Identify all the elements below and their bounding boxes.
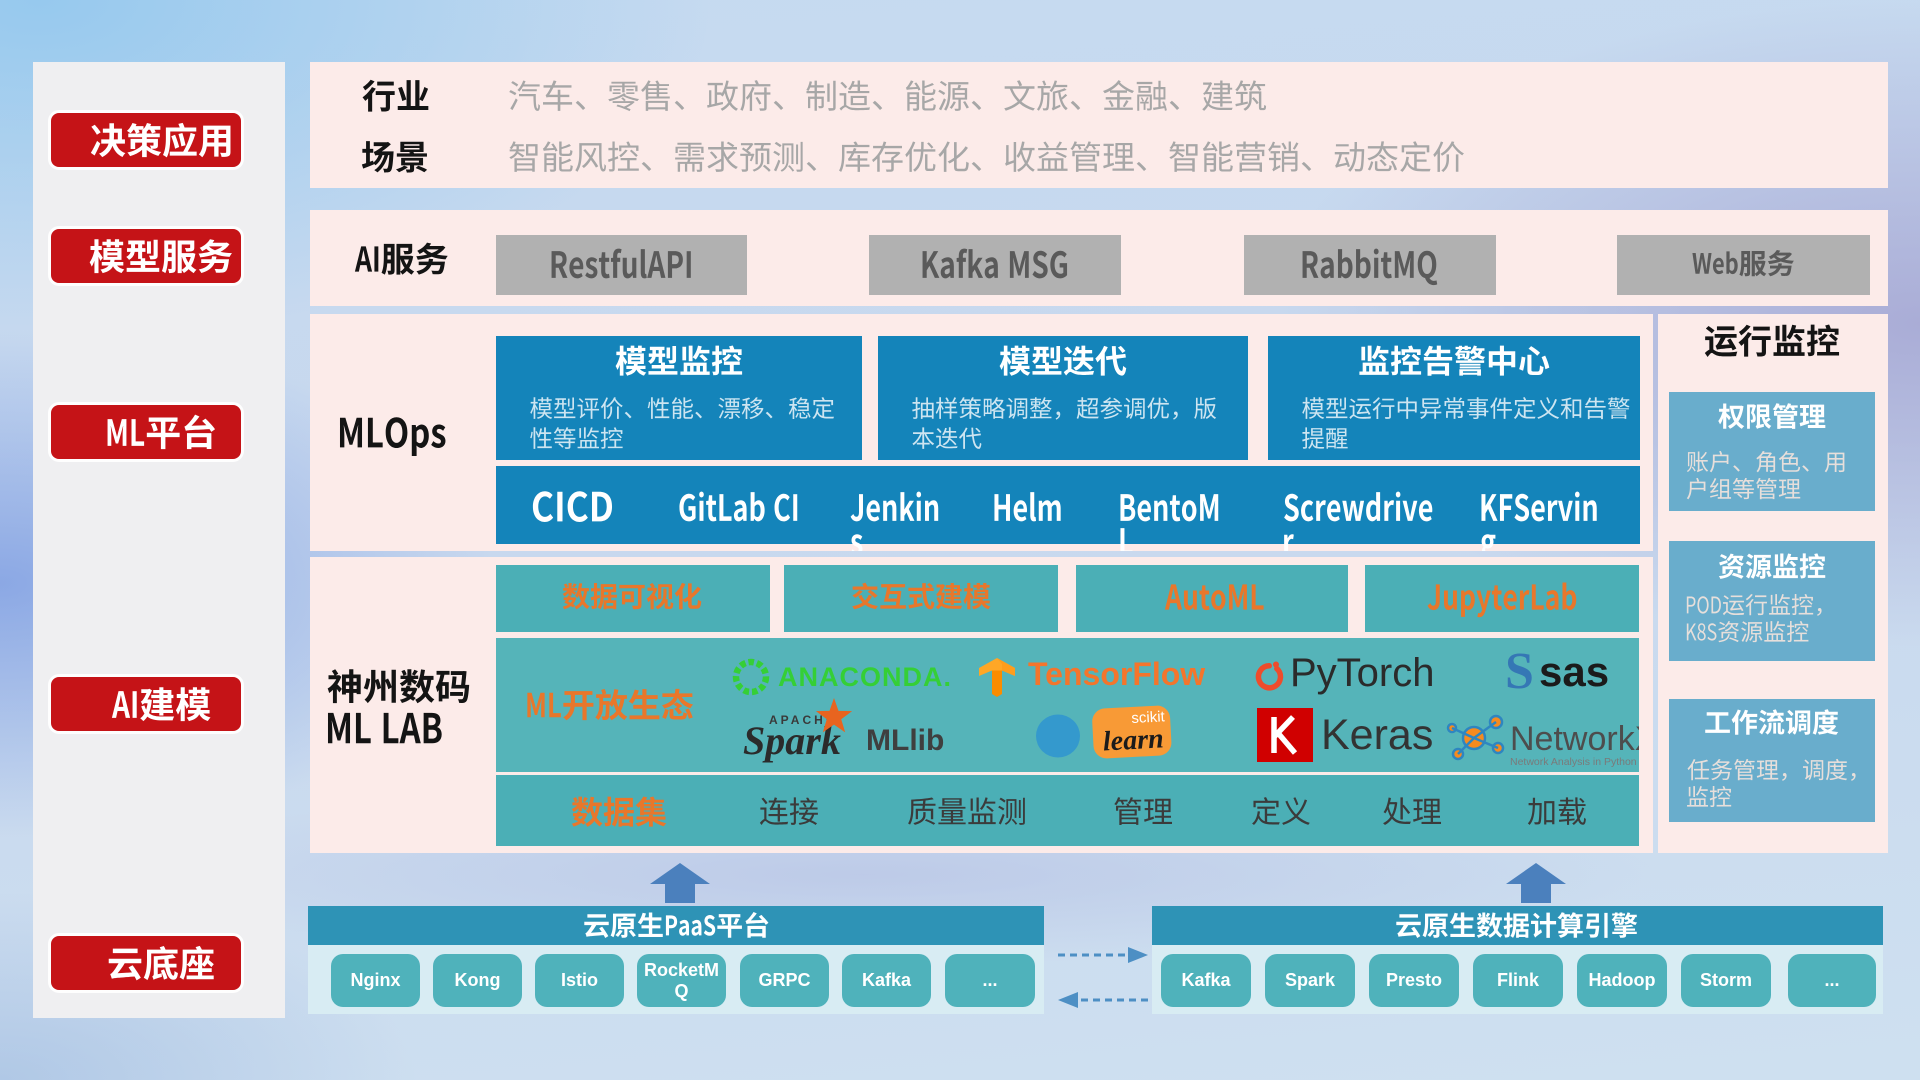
- svg-text:Keras: Keras: [1321, 711, 1433, 759]
- svg-text:MLlib: MLlib: [866, 724, 944, 757]
- svg-text:sas: sas: [1539, 648, 1609, 695]
- svg-text:PyTorch: PyTorch: [1290, 651, 1435, 695]
- svg-text:learn: learn: [1102, 723, 1164, 757]
- svg-text:Network Analysis in Python: Network Analysis in Python: [1510, 756, 1637, 768]
- svg-text:Spark: Spark: [743, 718, 841, 763]
- svg-text:ANACONDA.: ANACONDA.: [778, 662, 952, 692]
- svg-text:APACHE: APACHE: [769, 713, 837, 727]
- svg-text:NetworkX: NetworkX: [1510, 720, 1639, 758]
- svg-text:scikit: scikit: [1131, 708, 1166, 727]
- svg-text:TensorFlow: TensorFlow: [1028, 656, 1205, 692]
- svg-text:S: S: [1505, 643, 1534, 700]
